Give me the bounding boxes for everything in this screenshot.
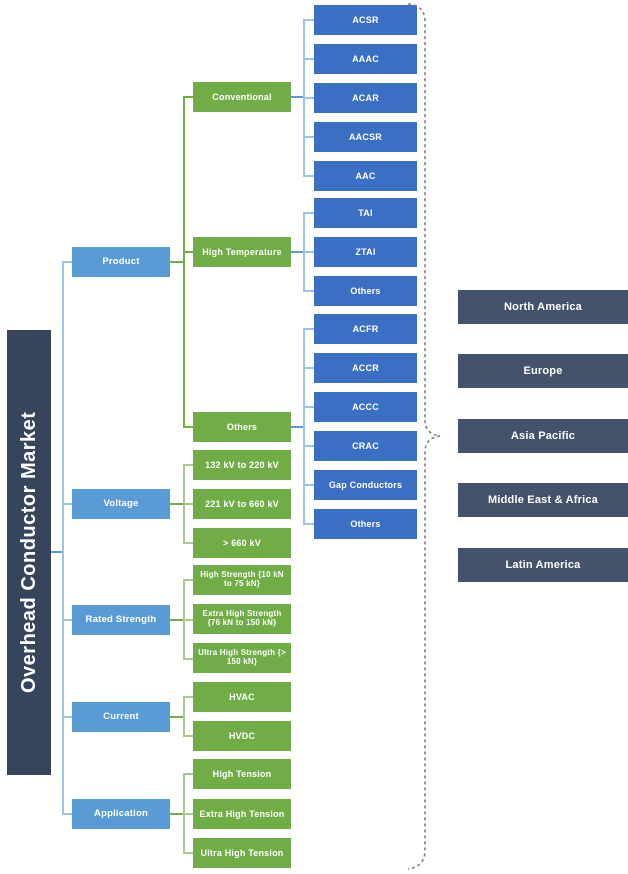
voltage-node-above-660[interactable]: > 660 kV <box>193 528 291 558</box>
voltage-node-221-to-660[interactable]: 221 kV to 660 kV <box>193 489 291 519</box>
region-node-asia-pacific[interactable]: Asia Pacific <box>458 419 628 453</box>
connector-tal <box>303 212 315 214</box>
connector-acsr <box>303 19 315 21</box>
connector-acar <box>303 97 315 99</box>
conductor-node-acsr[interactable]: ACSR <box>314 5 417 35</box>
application-node-high-tension[interactable]: High Tension <box>193 759 291 789</box>
segment-node-application[interactable]: Application <box>72 799 170 829</box>
segment-node-product[interactable]: Product <box>72 247 170 277</box>
connector-aac <box>303 175 315 177</box>
connector-hvdc <box>183 735 194 737</box>
connector-voltage-221-660 <box>183 503 194 505</box>
conductor-node-tal[interactable]: TAl <box>314 198 417 228</box>
rated-strength-stem <box>170 619 184 621</box>
connector-voltage <box>62 503 73 505</box>
connector-aaac <box>303 58 315 60</box>
current-node-hvac[interactable]: HVAC <box>193 682 291 712</box>
conductor-node-gap-conductors[interactable]: Gap Conductors <box>314 470 417 500</box>
conductor-node-aacsr[interactable]: AACSR <box>314 122 417 152</box>
high-temperature-stem <box>291 251 304 253</box>
voltage-node-132-to-220[interactable]: 132 kV to 220 kV <box>193 450 291 480</box>
region-node-north-america[interactable]: North America <box>458 290 628 324</box>
segment-node-voltage[interactable]: Voltage <box>72 489 170 519</box>
current-node-hvdc[interactable]: HVDC <box>193 721 291 751</box>
conductor-node-acfr[interactable]: ACFR <box>314 314 417 344</box>
connector-rated-strength <box>62 619 73 621</box>
connector-high-strength <box>183 579 194 581</box>
connector-gap-conductors <box>303 484 315 486</box>
level1-spine <box>62 262 64 815</box>
connector-high-temperature-others <box>303 290 315 292</box>
conductor-node-other-types-others[interactable]: Others <box>314 509 417 539</box>
conventional-stem <box>291 96 304 98</box>
connector-extra-high-tension <box>183 813 194 815</box>
connector-conventional <box>183 96 194 98</box>
connector-ztal <box>303 251 315 253</box>
connector-high-temperature <box>183 251 194 253</box>
connector-acfr <box>303 328 315 330</box>
connector-other-types-others <box>303 523 315 525</box>
product-node-conventional[interactable]: Conventional <box>193 82 291 112</box>
root-connector-stem <box>51 551 63 553</box>
connector-current <box>62 716 73 718</box>
connector-accr <box>303 367 315 369</box>
conductor-node-accr[interactable]: ACCR <box>314 353 417 383</box>
connector-hvac <box>183 696 194 698</box>
rated-strength-node-extra-high[interactable]: Extra High Strength {76 kN to 150 kN} <box>193 604 291 634</box>
application-node-ultra-high-tension[interactable]: Ultra High Tension <box>193 838 291 868</box>
conductor-node-high-temperature-others[interactable]: Others <box>314 276 417 306</box>
connector-crac <box>303 445 315 447</box>
current-stem <box>170 716 184 718</box>
connector-extra-high-strength <box>183 619 194 621</box>
connector-aacsr <box>303 136 315 138</box>
connector-application <box>62 813 73 815</box>
root-node-market-title: Overhead Conductor Market <box>7 330 51 775</box>
region-node-europe[interactable]: Europe <box>458 354 628 388</box>
connector-voltage-above-660 <box>183 542 194 544</box>
rated-strength-node-ultra-high[interactable]: Ultra High Strength {> 150 kN} <box>193 643 291 673</box>
others-stem <box>291 426 304 428</box>
rated-strength-node-high[interactable]: High Strength {10 kN to 75 kN} <box>193 565 291 595</box>
segment-node-current[interactable]: Current <box>72 702 170 732</box>
conductor-node-acar[interactable]: ACAR <box>314 83 417 113</box>
product-node-others[interactable]: Others <box>193 412 291 442</box>
conductor-node-accc[interactable]: ACCC <box>314 392 417 422</box>
conductor-node-ztal[interactable]: ZTAl <box>314 237 417 267</box>
connector-product <box>62 261 73 263</box>
region-node-middle-east-africa[interactable]: Middle East & Africa <box>458 483 628 517</box>
connector-product-others <box>183 426 194 428</box>
conductor-node-aaac[interactable]: AAAC <box>314 44 417 74</box>
conductor-node-aac[interactable]: AAC <box>314 161 417 191</box>
conductor-node-crac[interactable]: CRAC <box>314 431 417 461</box>
application-node-extra-high-tension[interactable]: Extra High Tension <box>193 799 291 829</box>
segment-node-rated-strength[interactable]: Rated Strength <box>72 605 170 635</box>
product-node-high-temperature[interactable]: High Temperature <box>193 237 291 267</box>
product-stem <box>170 261 184 263</box>
others-spine <box>303 329 305 525</box>
connector-high-tension <box>183 773 194 775</box>
connector-voltage-132-220 <box>183 464 194 466</box>
current-spine <box>183 697 185 737</box>
connector-accc <box>303 406 315 408</box>
region-node-latin-america[interactable]: Latin America <box>458 548 628 582</box>
connector-ultra-high-tension <box>183 852 194 854</box>
voltage-stem <box>170 503 184 505</box>
connector-ultra-high-strength <box>183 658 194 660</box>
regional-brace-icon <box>407 3 441 870</box>
application-stem <box>170 813 184 815</box>
product-branch-spine <box>183 97 185 427</box>
